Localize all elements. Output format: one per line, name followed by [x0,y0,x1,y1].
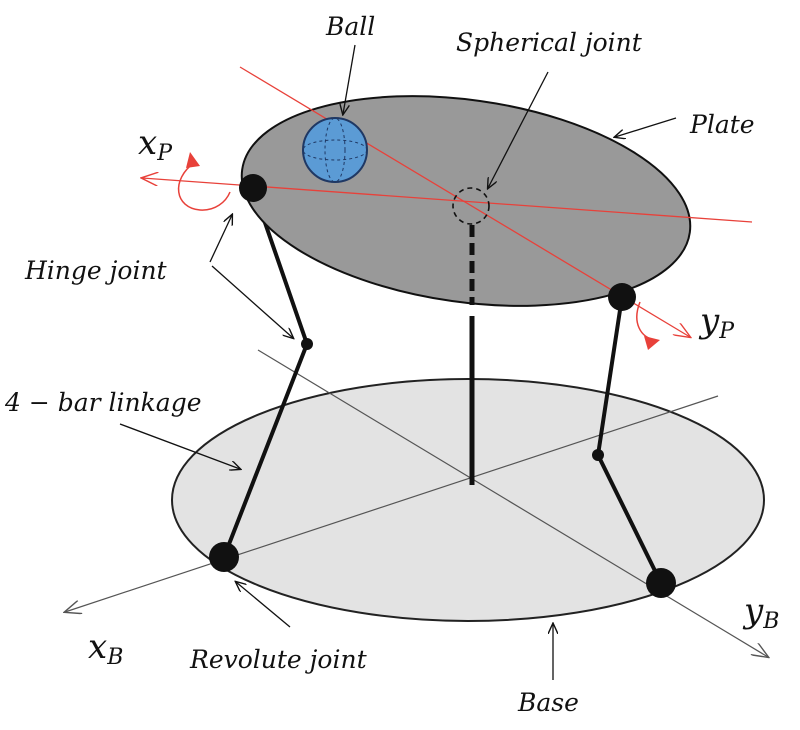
label-ball: Ball [326,12,376,41]
base-axis-xb [65,395,719,612]
linkage-pointer [119,423,240,469]
xp-rotation-arc [178,161,231,211]
label-spherical-joint: Spherical joint [456,28,642,57]
hinge-joint-right-mid [592,449,604,461]
label-axis-yb: yB [744,591,780,634]
spherical-joint-pointer [488,71,549,188]
base-disk [171,378,765,622]
label-linkage: 4 − bar linkage [5,388,202,417]
hinge-joint-left-top [239,174,267,202]
revolute-joint-pointer [236,582,291,628]
revolute-joint-left [209,542,239,572]
hinge-joint-pointer-top [209,215,232,263]
hinge-joint-pointer-mid [211,265,293,338]
xp-rotation-arrowhead [186,152,200,168]
label-hinge-joint: Hinge joint [25,256,167,285]
hinge-joint-right-top [608,283,636,311]
label-axis-xb: xB [88,627,124,670]
hinge-joint-left-mid [301,338,313,350]
plate-pointer [615,117,677,137]
yp-rotation-arc [636,301,657,341]
label-axis-xp: xP [138,123,172,166]
ball [302,117,368,183]
ball-pointer [343,44,356,114]
spherical-joint [452,187,490,225]
base-axis-yb [257,349,768,657]
label-revolute-joint: Revolute joint [190,645,367,674]
label-base: Base [518,688,579,717]
label-plate: Plate [690,110,755,139]
label-axis-yp: yP [700,301,735,344]
yp-rotation-arrowhead [644,336,660,350]
revolute-joint-right [646,568,676,598]
